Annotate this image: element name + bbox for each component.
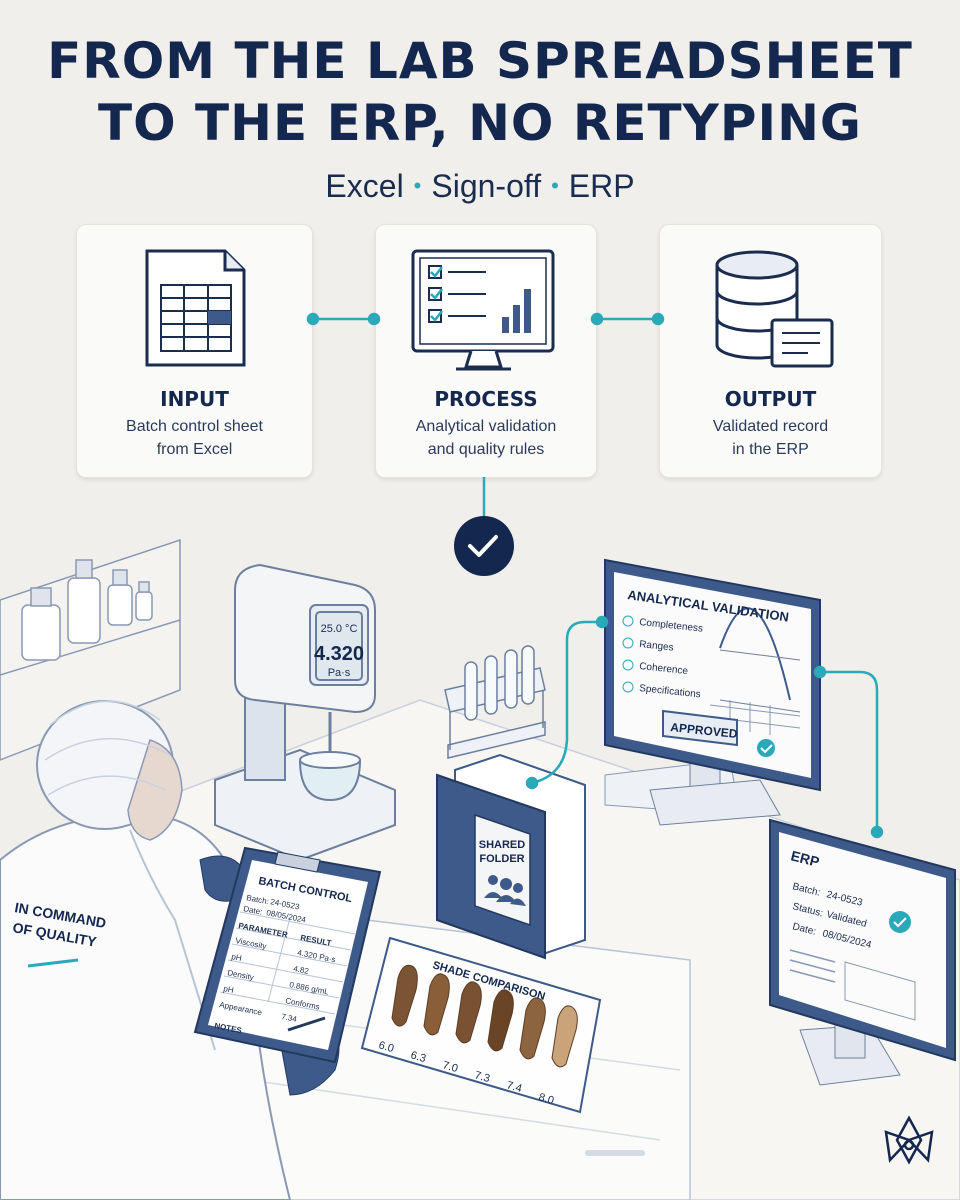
card-connector <box>306 312 665 520</box>
svg-text:7.4: 7.4 <box>505 1079 523 1095</box>
svg-text:pH: pH <box>223 984 235 995</box>
separator-dot: • <box>413 173 422 198</box>
validation-monitor <box>604 558 821 826</box>
svg-text:7.34: 7.34 <box>281 1012 299 1024</box>
title-line-1: FROM THE LAB SPREADSHEET <box>47 32 913 90</box>
shade-labels: 6.0 6.3 7.0 7.3 7.4 8.0 <box>377 1039 555 1107</box>
svg-text:8.0: 8.0 <box>537 1091 555 1107</box>
technician <box>0 700 340 1200</box>
clipboard <box>193 846 382 1064</box>
table-row: pH 4.82 <box>231 952 311 976</box>
logo-icon <box>884 1115 934 1165</box>
svg-text:Coherence: Coherence <box>639 661 689 677</box>
viscometer <box>214 563 396 862</box>
input-title: INPUT <box>160 387 229 411</box>
svg-text:6.0: 6.0 <box>377 1039 395 1055</box>
svg-text:Ranges: Ranges <box>639 639 674 654</box>
svg-text:7.3: 7.3 <box>473 1069 491 1085</box>
svg-text:7.0: 7.0 <box>441 1059 459 1075</box>
title-line-2: TO THE ERP, NO RETYPING <box>98 94 862 152</box>
subtitle-erp: ERP <box>568 168 635 204</box>
separator-dot: • <box>551 173 559 198</box>
svg-text:Date:: Date: <box>243 904 263 916</box>
validation-checks: Completeness Ranges Coherence Specificat… <box>622 615 703 700</box>
spreadsheet-icon <box>145 249 246 367</box>
svg-text:6.3: 6.3 <box>409 1049 427 1065</box>
check-circle-icon <box>454 516 514 576</box>
viscometer-unit: Pa·s <box>328 667 351 679</box>
binder-label-2: FOLDER <box>479 853 524 865</box>
erp-monitor <box>769 818 956 1086</box>
svg-text:4.82: 4.82 <box>293 964 311 976</box>
flow-connector <box>525 615 884 839</box>
svg-text:pH: pH <box>231 952 243 963</box>
database-icon <box>715 250 834 368</box>
test-tube-rack <box>444 645 546 759</box>
process-title: PROCESS <box>434 387 538 411</box>
subtitle-signoff: Sign-off <box>431 168 542 204</box>
subtitle: Excel • Sign-off • ERP <box>0 168 960 205</box>
svg-text:Batch:: Batch: <box>246 893 270 906</box>
page-title: FROM THE LAB SPREADSHEET TO THE ERP, NO … <box>0 30 960 154</box>
binder-label-1: SHARED <box>479 839 526 851</box>
erp-title: ERP <box>789 847 821 869</box>
viscometer-value: 4.320 <box>314 643 364 665</box>
subtitle-excel: Excel <box>325 168 404 204</box>
viscometer-temp: 25.0 °C <box>321 623 358 635</box>
monitor-checklist-icon <box>411 249 555 371</box>
shelf-bottles <box>0 538 181 761</box>
output-title: OUTPUT <box>724 387 817 411</box>
binder <box>436 753 586 960</box>
shade-comparison-card <box>360 936 602 1114</box>
